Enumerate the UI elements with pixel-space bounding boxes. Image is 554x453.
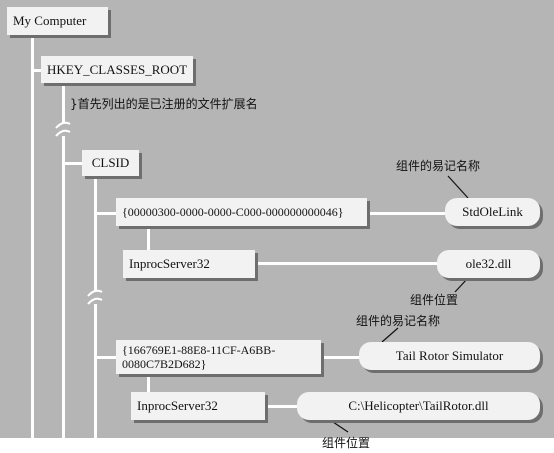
connector-hkcr-trunk <box>62 83 65 438</box>
node-guid-stdolelink: {00000300-0000-0000-C000-000000000046} <box>116 198 367 226</box>
value-tailrotor-dll: C:\Helicopter\TailRotor.dll <box>297 392 540 420</box>
node-clsid-label: CLSID <box>91 155 130 170</box>
connector-hkcr <box>31 69 41 72</box>
connector-inproc1-loc <box>255 262 437 265</box>
value-tailrotor-dll-text: C:\Helicopter\TailRotor.dll <box>348 398 489 413</box>
node-guid-tailrotor: {166769E1-88E8-11CF-A6BB- 0080C7B2D682} <box>116 340 321 374</box>
node-guid-tailrotor-line2: 0080C7B2D682} <box>122 357 207 371</box>
connector-inproc2-loc <box>265 405 297 408</box>
value-stdolelink: StdOleLink <box>445 198 540 226</box>
node-guid-tailrotor-line1: {166769E1-88E8-11CF-A6BB- <box>122 343 276 357</box>
pointer-friendly-name-2 <box>381 327 399 343</box>
node-my-computer: My Computer <box>7 7 108 35</box>
pointer-friendly-name-1 <box>447 175 469 199</box>
connector-guid2-sub <box>147 374 150 408</box>
node-clsid: CLSID <box>82 150 139 176</box>
node-hkey-classes-root: HKEY_CLASSES_ROOT <box>41 56 193 83</box>
node-my-computer-label: My Computer <box>13 13 87 28</box>
annotation-friendly-name-2: 组件的易记名称 <box>356 314 441 328</box>
connector-guid2-name <box>321 356 359 359</box>
pointer-location-1 <box>454 277 469 293</box>
annotation-friendly-name-1: 组件的易记名称 <box>396 159 481 173</box>
value-tail-rotor-simulator-text: Tail Rotor Simulator <box>395 348 504 363</box>
value-ole32-dll: ole32.dll <box>437 250 540 278</box>
value-stdolelink-text: StdOleLink <box>462 204 523 219</box>
annotation-location-1: 组件位置 <box>410 293 459 307</box>
node-hkey-classes-root-label: HKEY_CLASSES_ROOT <box>47 61 188 77</box>
connector-guid2 <box>94 356 116 359</box>
node-inprocserver32-2: InprocServer32 <box>131 392 265 420</box>
connector-root-trunk <box>31 35 34 438</box>
connector-guid1 <box>94 212 116 215</box>
value-ole32-dll-text: ole32.dll <box>465 256 512 271</box>
node-inprocserver32-1: InprocServer32 <box>123 250 255 278</box>
break-mark-hkcr <box>55 121 71 137</box>
connector-clsid <box>62 162 82 165</box>
node-inprocserver32-2-label: InprocServer32 <box>137 398 218 413</box>
connector-clsid-trunk <box>94 176 97 438</box>
break-mark-clsid <box>87 289 103 305</box>
value-tail-rotor-simulator: Tail Rotor Simulator <box>359 342 540 370</box>
connector-guid1-name <box>367 212 445 215</box>
connector-guid1-sub <box>147 226 150 264</box>
node-inprocserver32-1-label: InprocServer32 <box>129 256 210 271</box>
annotation-extensions-note: }首先列出的是已注册的文件扩展名 <box>70 97 258 111</box>
annotation-location-2: 组件位置 <box>322 436 371 450</box>
pointer-location-2 <box>329 419 349 433</box>
node-guid-stdolelink-label: {00000300-0000-0000-C000-000000000046} <box>122 205 344 219</box>
